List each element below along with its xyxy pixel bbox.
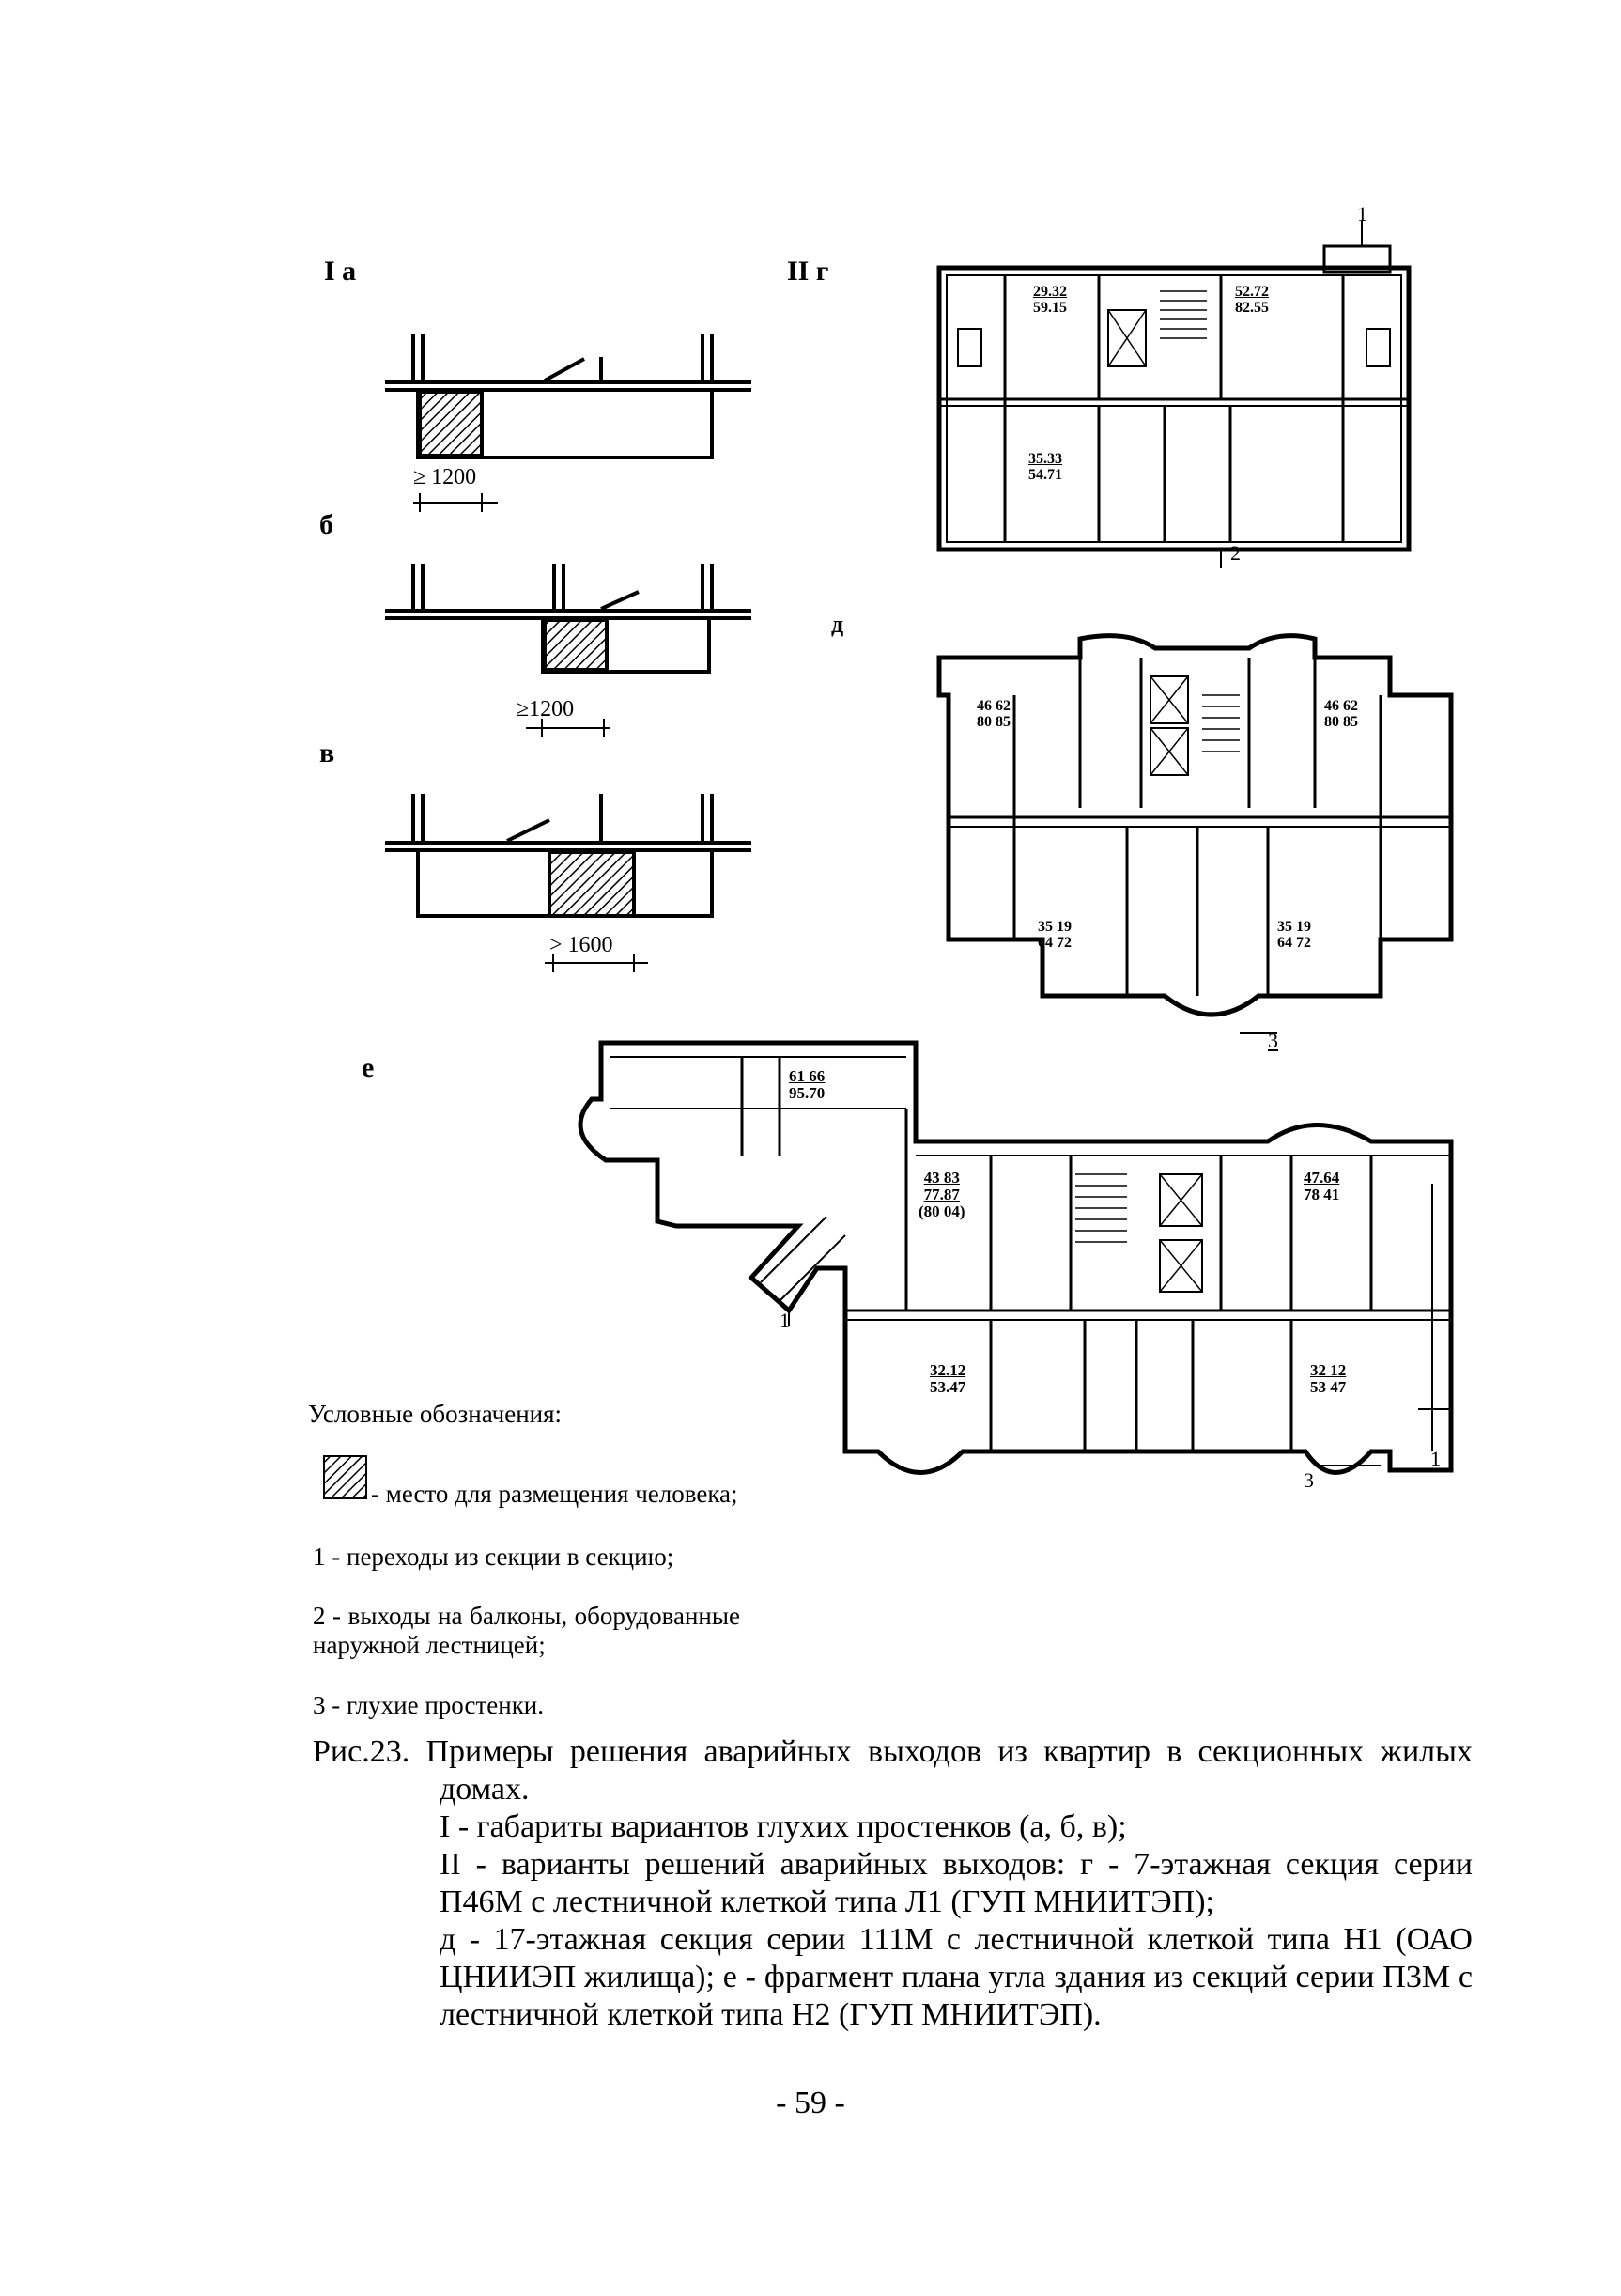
legend-item: 3 - глухие простенки. <box>313 1691 545 1719</box>
wall-diagram-a <box>385 334 751 512</box>
callout-1: 1 <box>1430 1447 1441 1470</box>
callout-2: 2 <box>1230 541 1241 565</box>
dimension-v: > 1600 <box>549 933 613 957</box>
label-Ia: I а <box>324 256 357 287</box>
label-IIg: II г <box>787 256 829 287</box>
label-v: в <box>319 737 335 768</box>
label-d: д <box>831 611 844 638</box>
floor-plan-e <box>578 1040 1454 1475</box>
legend-item: 2 - выходы на балконы, оборудованные нар… <box>313 1602 740 1659</box>
legend-item: 1 - переходы из секции в секцию; <box>313 1543 674 1571</box>
callout-3: 3 <box>1268 1029 1278 1052</box>
wall-diagram-v <box>385 794 751 972</box>
legend-title: Условные обозначения: <box>308 1400 563 1428</box>
floor-plan-g <box>936 221 1412 568</box>
dimension-b: ≥1200 <box>517 697 575 721</box>
callout-1: 1 <box>1357 202 1367 225</box>
legend-hatch-swatch <box>323 1455 367 1499</box>
legend-item: - место для размещения человека; <box>371 1480 738 1508</box>
caption-line: д - 17-этажная секция серии 111М с лестн… <box>440 1922 1473 2032</box>
page-number: - 59 - <box>776 2086 845 2120</box>
label-b: б <box>319 509 333 540</box>
dimension-a: ≥ 1200 <box>413 465 477 489</box>
label-e: е <box>362 1052 375 1083</box>
caption-line: II - варианты решений аварийных выходов:… <box>440 1847 1473 1919</box>
callout-3: 3 <box>1304 1468 1314 1492</box>
callout-1: 1 <box>780 1309 790 1332</box>
wall-diagram-b <box>385 564 751 737</box>
caption-title: Рис.23. Примеры решения аварийных выходо… <box>313 1734 1473 1807</box>
floor-plan-d <box>936 633 1454 1034</box>
figure-caption: Рис.23. Примеры решения аварийных выходо… <box>313 1733 1473 2034</box>
caption-line: I - габариты вариантов глухих простенков… <box>440 1809 1127 1844</box>
